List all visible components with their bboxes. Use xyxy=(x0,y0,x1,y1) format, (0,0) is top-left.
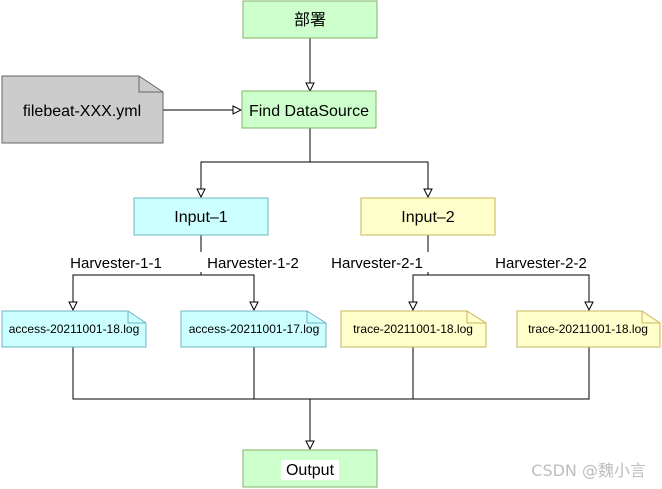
file-access-18-fold xyxy=(127,311,146,324)
config-file-fold xyxy=(138,76,163,93)
node-file-access-18: access-20211001-18.log xyxy=(1,310,147,348)
node-deploy-box xyxy=(242,0,378,39)
label-harvester-2-2: Harvester-2-2 xyxy=(495,255,587,272)
edge-input1-file-a2 xyxy=(201,274,254,309)
node-file-access-17: access-20211001-17.log xyxy=(180,310,327,348)
file-access-17-shape xyxy=(180,310,327,348)
node-input-2-box xyxy=(360,197,496,236)
node-file-trace-2-label: trace-20211001-18.log xyxy=(528,322,648,336)
node-input-1-label: Input–1 xyxy=(174,209,227,226)
node-file-access-17-label: access-20211001-17.log xyxy=(189,322,320,336)
node-output-label: Output xyxy=(286,462,335,479)
node-input-2: Input–2 xyxy=(360,197,496,236)
node-deploy-label: 部署 xyxy=(294,10,326,29)
edge-labels: Harvester-1-1 Harvester-1-2 Harvester-2-… xyxy=(62,252,595,272)
node-input-2-label: Input–2 xyxy=(401,209,454,226)
file-access-18-shape xyxy=(1,310,147,348)
edge-files-merge xyxy=(72,347,590,400)
node-file-trace-2: trace-20211001-18.log xyxy=(516,310,661,348)
node-output: Output xyxy=(242,449,378,488)
node-file-trace-1: trace-20211001-18.log xyxy=(340,310,487,348)
node-file-access-18-label: access-20211001-18.log xyxy=(9,322,140,336)
node-deploy: 部署 xyxy=(242,0,378,39)
file-trace-2-fold xyxy=(641,311,660,324)
file-trace-1-fold xyxy=(466,311,486,324)
node-find-label: Find DataSource xyxy=(249,103,369,120)
node-input-1-box xyxy=(133,197,269,236)
node-find-box xyxy=(241,90,377,129)
node-config-file: filebeat-XXX.yml xyxy=(1,75,164,144)
label-harvester-2-1: Harvester-2-1 xyxy=(331,255,423,272)
node-config-file-label: filebeat-XXX.yml xyxy=(23,103,141,120)
file-access-17-fold xyxy=(306,311,326,324)
node-find-datasource: Find DataSource xyxy=(241,90,377,129)
edge-input2-file-t2 xyxy=(428,274,589,309)
edge-find-input2 xyxy=(310,161,428,196)
label-harvester-1-2: Harvester-1-2 xyxy=(207,255,299,272)
edge-find-input1 xyxy=(201,128,311,196)
config-file-shape xyxy=(1,75,164,144)
node-input-1: Input–1 xyxy=(133,197,269,236)
file-trace-1-shape xyxy=(340,310,487,348)
csdn-watermark: CSDN @魏小言 xyxy=(531,461,646,480)
label-harvester-1-1: Harvester-1-1 xyxy=(70,255,162,272)
node-file-trace-1-label: trace-20211001-18.log xyxy=(353,322,473,336)
file-trace-2-shape xyxy=(516,310,661,348)
